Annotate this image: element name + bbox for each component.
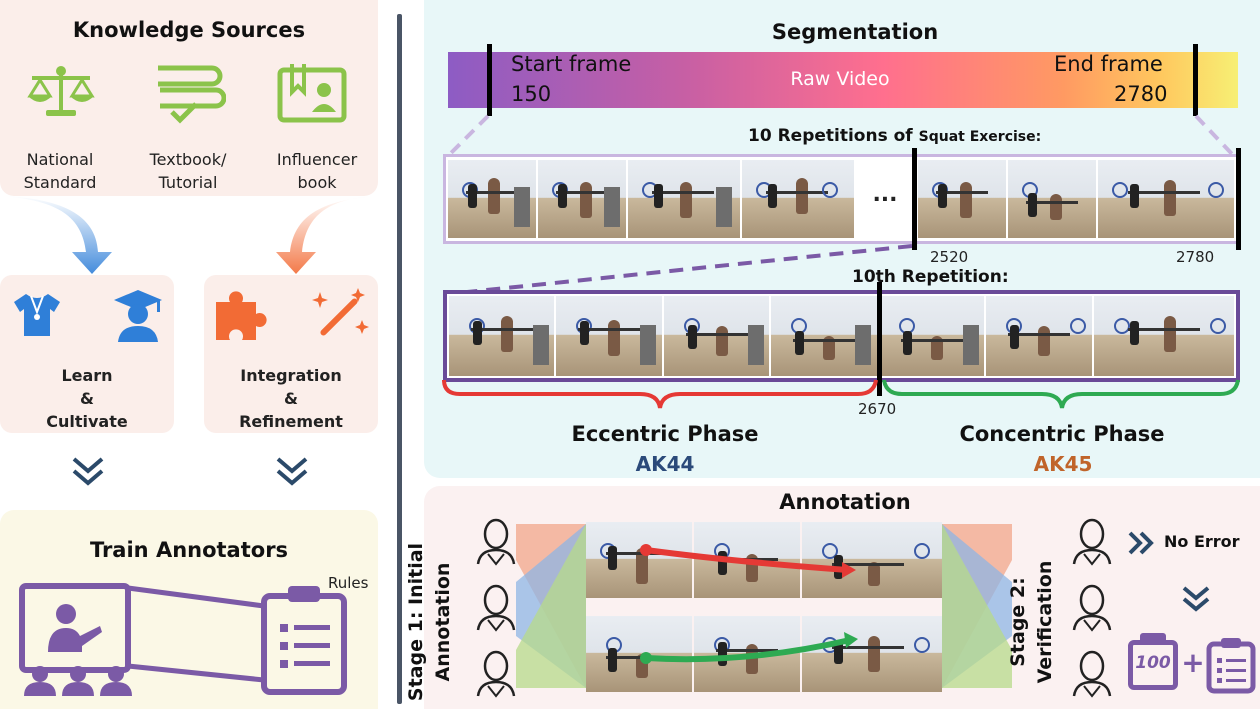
annotation-title: Annotation: [779, 490, 911, 514]
magic-wand-icon: [312, 288, 369, 336]
puzzle-icon: [216, 291, 267, 340]
repetitions-title: 10 Repetitions of Squat Exercise:: [748, 126, 1041, 146]
score-value: 100: [1135, 653, 1171, 673]
zoom-connectors: [447, 114, 1234, 296]
phase-braces: [442, 379, 1240, 409]
flow-arrows: [0, 196, 378, 274]
video-frame: [918, 160, 1006, 238]
graduate-icon: [114, 290, 162, 342]
stage1-line1: Stage 1: Initial: [405, 542, 427, 702]
video-frame: [538, 160, 626, 238]
ellipsis-label: ...: [872, 182, 898, 207]
train-annotators-title: Train Annotators: [89, 538, 289, 562]
source-label-line2: book: [297, 173, 337, 192]
video-frame: [986, 296, 1092, 376]
source-label-line2: Tutorial: [158, 173, 218, 192]
repetitions-title-main: 10 Repetitions of: [748, 126, 913, 146]
annotators-right: [1072, 518, 1112, 698]
frame-2780-label: 2780: [1176, 248, 1215, 266]
video-frame: [448, 160, 536, 238]
chevron-down-icon: [72, 457, 104, 486]
video-frame: [1008, 160, 1096, 238]
video-frame: [556, 296, 662, 376]
video-frame: [878, 296, 985, 376]
end-frame-label: End frame: [1054, 52, 1163, 76]
textbook-icon: [158, 65, 226, 124]
chevron-down-icon: [1182, 586, 1210, 612]
source-label-line1: Influencer: [276, 150, 358, 169]
annotation-strip-bottom: [586, 616, 942, 692]
video-frame: [1098, 160, 1234, 238]
end-frame-value: 2780: [1114, 82, 1168, 106]
annotator-icon: [476, 518, 516, 566]
learn-line1: Learn: [61, 366, 113, 385]
trajectory-arrows: [640, 544, 858, 664]
source-influencer: Influencer book: [262, 148, 372, 194]
end-marker: [1193, 44, 1198, 116]
tenth-strip: [449, 296, 1234, 376]
repetitions-title-sub: Squat Exercise:: [918, 129, 1042, 145]
start-frame-label: Start frame: [511, 52, 632, 76]
start-marker: [487, 44, 492, 116]
frame-2670-label: 2670: [858, 400, 897, 418]
no-error-label: No Error: [1164, 532, 1240, 551]
concentric-code: AK45: [1033, 452, 1093, 476]
stage2-label: Stage 2: Verification: [1005, 547, 1061, 697]
frame-2520-label: 2520: [930, 248, 969, 266]
video-frame: [586, 616, 692, 692]
column-divider: [397, 14, 402, 704]
segmentation-title: Segmentation: [771, 20, 939, 44]
learn-label: Learn & Cultivate: [0, 364, 174, 433]
chevron-right-icon: [1128, 531, 1154, 555]
marker-2520: [912, 148, 917, 250]
stage2-line1: Stage 2:: [1007, 577, 1029, 667]
video-frame: [663, 296, 770, 376]
knowledge-sources-title: Knowledge Sources: [72, 18, 306, 42]
plus-sign: +: [1181, 646, 1205, 679]
learn-line3: Cultivate: [46, 412, 128, 431]
shirt-icon: [14, 294, 60, 336]
video-frame: [628, 160, 740, 238]
raw-video-label: Raw Video: [790, 68, 890, 90]
learn-line2: &: [80, 389, 94, 408]
annotators-left: [476, 518, 516, 698]
integrate-line2: &: [284, 389, 298, 408]
eccentric-phase-label: Eccentric Phase: [571, 422, 759, 446]
scales-icon: [27, 66, 95, 116]
integrate-line1: Integration: [240, 366, 342, 385]
raw-video-bar: [448, 52, 1238, 108]
integrate-line3: Refinement: [239, 412, 343, 431]
annotation-funnels: [516, 524, 1012, 688]
video-frame: [1093, 296, 1234, 376]
repetitions-strip-a: [448, 160, 854, 238]
video-frame: [771, 296, 877, 376]
source-national-standard: National Standard: [10, 148, 110, 194]
stage2-line2: Verification: [1034, 560, 1056, 684]
repetitions-strip-b: [918, 160, 1234, 238]
teacher-board-icon: [19, 583, 347, 696]
video-frame: [802, 522, 942, 598]
video-frame: [742, 160, 854, 238]
influencer-book-icon: [277, 64, 347, 123]
source-label-line1: National: [26, 150, 94, 169]
chevron-down-icon: [276, 457, 308, 486]
rules-label: Rules: [328, 574, 369, 592]
start-frame-value: 150: [511, 82, 552, 106]
eccentric-code: AK44: [635, 452, 695, 476]
source-label-line2: Standard: [23, 173, 97, 192]
stage1-line2: Annotation: [432, 562, 454, 682]
source-textbook: Textbook/ Tutorial: [138, 148, 238, 194]
concentric-phase-label: Concentric Phase: [959, 422, 1165, 446]
video-frame: [449, 296, 555, 376]
score-clipboard-clip: [1140, 633, 1166, 643]
integrate-label: Integration & Refinement: [204, 364, 378, 433]
tenth-repetition-title: 10th Repetition:: [852, 267, 1009, 287]
marker-2670: [877, 282, 882, 396]
video-frame: [802, 616, 942, 692]
video-frame: [586, 522, 692, 598]
stage1-label: Stage 1: Initial Annotation: [403, 537, 459, 707]
rules-clipboard-icon: [1206, 638, 1256, 694]
marker-2780: [1236, 148, 1241, 250]
source-label-line1: Textbook/: [149, 150, 227, 169]
